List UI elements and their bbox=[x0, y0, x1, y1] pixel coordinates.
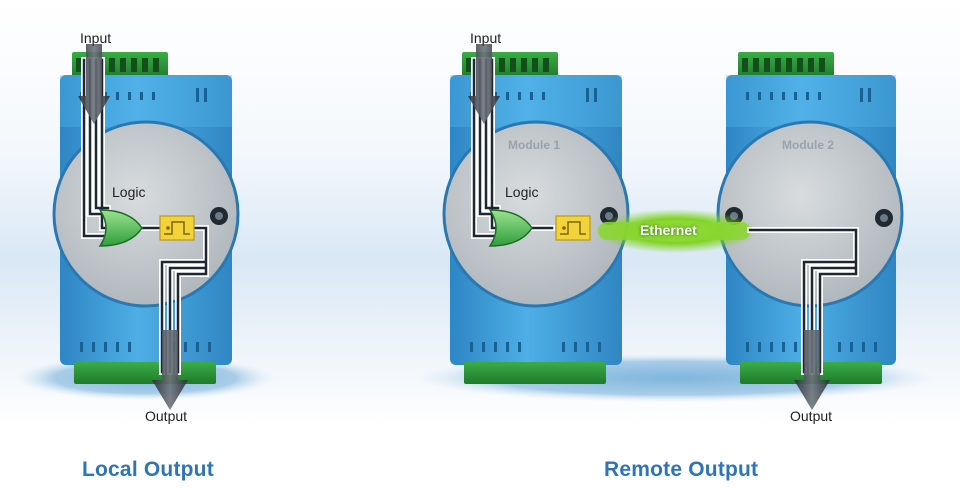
ethernet-label: Ethernet bbox=[640, 222, 697, 238]
remote-output-caption: Remote Output bbox=[604, 458, 759, 481]
remote-input-label: Input bbox=[470, 30, 502, 46]
timer-block-local bbox=[159, 215, 195, 241]
remote-output-label: Output bbox=[790, 408, 833, 424]
output-arrow-remote bbox=[794, 330, 830, 410]
logic-gate-local bbox=[98, 209, 143, 247]
module-2-label: Module 2 bbox=[782, 138, 835, 152]
logic-gate-remote bbox=[488, 209, 533, 247]
output-arrow-local bbox=[152, 330, 188, 410]
ethernet-link bbox=[598, 222, 750, 240]
local-output-label: Output bbox=[145, 408, 188, 424]
local-input-label: Input bbox=[80, 30, 112, 46]
timer-block-remote bbox=[555, 215, 591, 241]
local-output-caption: Local Output bbox=[82, 458, 214, 481]
wiring-local bbox=[81, 57, 209, 375]
remote-logic-label: Logic bbox=[505, 184, 539, 200]
module-1-label: Module 1 bbox=[508, 138, 561, 152]
input-arrow-remote bbox=[468, 44, 500, 124]
module-2 bbox=[716, 52, 904, 384]
local-logic-label: Logic bbox=[112, 184, 146, 200]
input-arrow-local bbox=[78, 44, 110, 124]
wiring-remote bbox=[471, 57, 859, 375]
